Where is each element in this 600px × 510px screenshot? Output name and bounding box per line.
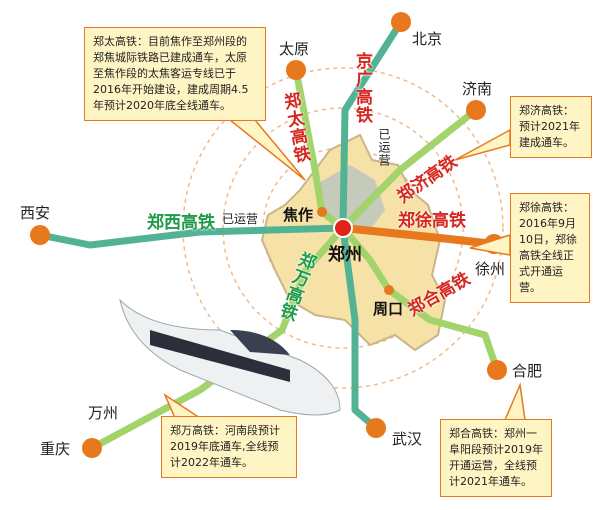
jiaozuo-dot [317,207,327,217]
hub-zhoukou: 周口 [373,300,404,318]
city-wanzhou: 万州 [88,404,119,422]
wuhan-dot [366,418,386,438]
hefei-dot [487,360,507,380]
city-taiyuan: 太原 [279,40,310,58]
city-xian: 西安 [20,204,51,222]
zhengzhou-metro-shape [315,165,385,230]
zhengji-note: 郑济高铁：预计2021年建成通车。 [510,96,592,158]
rail-jingguang-label: 京广高铁 [352,52,372,124]
ring [182,67,504,389]
zhenghe-line [339,224,501,374]
jingguang-line [339,18,405,432]
city-chongqing: 重庆 [40,440,71,458]
train-image [119,298,341,416]
chongqing-dot [82,438,102,458]
city-xuzhou: 徐州 [475,260,506,278]
jingguang-status: 已运营 [377,128,391,167]
zhengwan-note: 郑万高铁：河南段预计2019年底通车,全线预计2022年通车。 [161,416,297,478]
zhengxi-line [36,224,347,249]
zhengtai-note: 郑太高铁：目前焦作至郑州段的郑焦城际铁路已建成通车，太原至焦作段的太焦客运专线已… [84,27,266,121]
jinan-dot [466,100,486,120]
rail-zhengxi-label: 郑西高铁 [147,213,215,233]
rail-zhengxu-label: 郑徐高铁 [398,211,466,231]
zhengtai-line [292,66,347,232]
zhengxi-status: 已运营 [222,212,259,226]
taiyuan-dot [286,60,306,80]
xian-dot [30,225,50,245]
zhengwan-line [88,224,347,452]
zhoukou-dot [384,285,394,295]
hub-jiaozuo: 焦作 [283,206,314,224]
zhengji-line [339,106,480,232]
city-hefei: 合肥 [512,362,543,380]
hub-zhengzhou: 郑州 [328,245,362,265]
city-jinan: 济南 [462,80,493,98]
beijing-dot [391,12,411,32]
city-wuhan: 武汉 [392,430,423,448]
zhengxu-line [339,224,498,248]
zhengzhou-dot [333,218,353,238]
city-beijing: 北京 [412,30,443,48]
zhengxu-note: 郑徐高铁：2016年9月10日，郑徐高铁全线正式开通运营。 [510,193,590,303]
zhenghe-note: 郑合高铁：郑州一阜阳段预计2019年开通运营，全线预计2021年通车。 [440,419,552,497]
